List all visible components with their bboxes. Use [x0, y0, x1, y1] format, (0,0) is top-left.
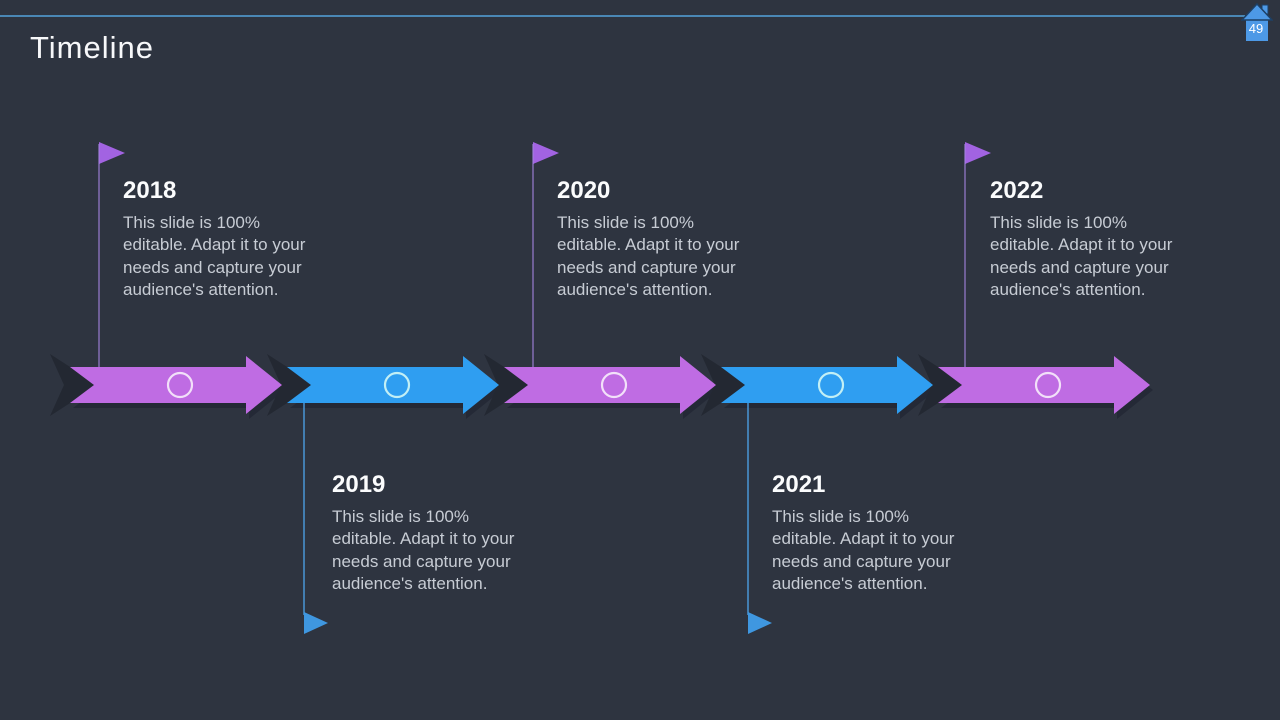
connector-line — [964, 144, 966, 367]
flag-icon — [748, 612, 772, 634]
arrow-ring — [1034, 371, 1062, 399]
separator-chevron — [267, 354, 315, 416]
event-year: 2021 — [772, 471, 826, 498]
arrow-2019 — [287, 356, 499, 414]
timeline-arrows — [50, 354, 1153, 419]
event-year: 2020 — [557, 177, 611, 204]
flag-icon — [965, 142, 991, 164]
separator-chevron — [701, 354, 749, 416]
arrow-2022 — [938, 356, 1150, 414]
event-year: 2018 — [123, 177, 177, 204]
page-number-badge[interactable]: 49 — [1241, 2, 1273, 44]
event-description: This slide is 100% editable. Adapt it to… — [123, 213, 306, 300]
event-description: This slide is 100% editable. Adapt it to… — [557, 213, 740, 300]
connector-line — [532, 144, 534, 367]
event-description: This slide is 100% editable. Adapt it to… — [772, 507, 955, 594]
arrow-2021 — [721, 356, 933, 414]
page-title: Timeline — [30, 30, 154, 65]
separator-chevron — [484, 354, 532, 416]
event-description: This slide is 100% editable. Adapt it to… — [332, 507, 515, 594]
top-divider — [0, 15, 1245, 17]
separator-chevron — [50, 354, 98, 416]
arrow-ring — [817, 371, 845, 399]
arrow-2018 — [70, 356, 282, 414]
event-year: 2019 — [332, 471, 386, 498]
arrow-ring — [166, 371, 194, 399]
page-number: 49 — [1248, 21, 1264, 36]
arrow-ring — [600, 371, 628, 399]
flag-icon — [99, 142, 125, 164]
connector-line — [303, 403, 305, 615]
separator-chevron — [918, 354, 966, 416]
flag-icon — [533, 142, 559, 164]
home-icon — [1241, 2, 1273, 41]
event-description: This slide is 100% editable. Adapt it to… — [990, 213, 1173, 300]
event-year: 2022 — [990, 177, 1044, 204]
flag-icon — [304, 612, 328, 634]
arrow-ring — [383, 371, 411, 399]
arrow-2020 — [504, 356, 716, 414]
connector-line — [98, 144, 100, 367]
connector-line — [747, 403, 749, 615]
